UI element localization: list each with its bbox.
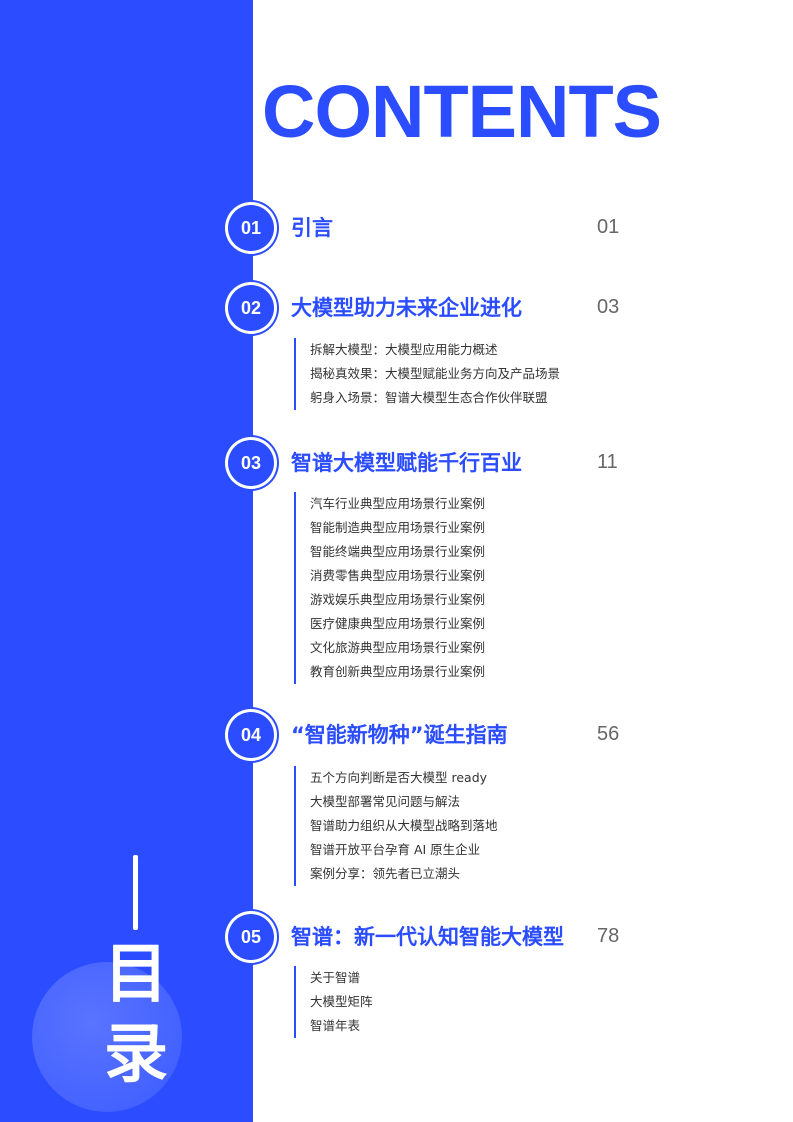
subsection-list: 关于智谱 大模型矩阵 智谱年表: [294, 966, 373, 1038]
subsection-item[interactable]: 智谱助力组织从大模型战略到落地: [310, 818, 498, 833]
subsection-item[interactable]: 汽车行业典型应用场景行业案例: [310, 496, 486, 511]
subsection-item[interactable]: 智谱开放平台孕育 AI 原生企业: [310, 842, 481, 857]
subsection-item[interactable]: 智能终端典型应用场景行业案例: [310, 544, 486, 559]
subsection-item[interactable]: 案例分享：领先者已立潮头: [310, 866, 461, 881]
section-number-badge: 01: [228, 205, 274, 251]
subsection-item[interactable]: 文化旅游典型应用场景行业案例: [310, 640, 486, 655]
subsection-list: 五个方向判断是否大模型 ready 大模型部署常见问题与解法 智谱助力组织从大模…: [294, 766, 498, 886]
section-title[interactable]: “智能新物种”诞生指南: [291, 723, 508, 747]
section-page-number: 01: [597, 216, 620, 238]
decorative-circle: [32, 962, 182, 1112]
subsection-list: 汽车行业典型应用场景行业案例 智能制造典型应用场景行业案例 智能终端典型应用场景…: [294, 492, 485, 684]
section-number-badge: 02: [228, 285, 274, 331]
subsection-item[interactable]: 五个方向判断是否大模型 ready: [310, 770, 488, 785]
section-number-badge: 05: [228, 914, 274, 960]
blue-sidebar: 目 录: [0, 0, 253, 1122]
section-title[interactable]: 引言: [291, 216, 333, 240]
subsection-item[interactable]: 大模型部署常见问题与解法: [310, 794, 461, 809]
side-title-char: 目: [104, 938, 168, 1012]
vertical-divider: [133, 855, 138, 930]
side-title-char: 录: [104, 1018, 168, 1092]
section-title[interactable]: 大模型助力未来企业进化: [291, 296, 522, 320]
subsection-item[interactable]: 关于智谱: [310, 970, 361, 985]
contents-heading: CONTENTS: [262, 70, 662, 153]
subsection-item[interactable]: 教育创新典型应用场景行业案例: [310, 664, 486, 679]
section-title[interactable]: 智谱大模型赋能千行百业: [291, 451, 522, 475]
section-number-badge: 04: [228, 712, 274, 758]
subsection-item[interactable]: 躬身入场景：智谱大模型生态合作伙伴联盟: [310, 390, 548, 405]
subsection-item[interactable]: 游戏娱乐典型应用场景行业案例: [310, 592, 486, 607]
subsection-item[interactable]: 智谱年表: [310, 1018, 361, 1033]
section-title[interactable]: 智谱：新一代认知智能大模型: [291, 925, 564, 949]
subsection-item[interactable]: 拆解大模型：大模型应用能力概述: [310, 342, 498, 357]
subsection-item[interactable]: 消费零售典型应用场景行业案例: [310, 568, 486, 583]
subsection-item[interactable]: 大模型矩阵: [310, 994, 373, 1009]
subsection-item[interactable]: 智能制造典型应用场景行业案例: [310, 520, 486, 535]
subsection-item[interactable]: 医疗健康典型应用场景行业案例: [310, 616, 486, 631]
section-page-number: 56: [597, 723, 620, 745]
section-number-badge: 03: [228, 440, 274, 486]
section-page-number: 11: [597, 451, 618, 473]
side-title: 目 录: [103, 935, 169, 1095]
section-page-number: 03: [597, 296, 620, 318]
subsection-list: 拆解大模型：大模型应用能力概述 揭秘真效果：大模型赋能业务方向及产品场景 躬身入…: [294, 338, 560, 410]
subsection-item[interactable]: 揭秘真效果：大模型赋能业务方向及产品场景: [310, 366, 561, 381]
section-page-number: 78: [597, 925, 620, 947]
